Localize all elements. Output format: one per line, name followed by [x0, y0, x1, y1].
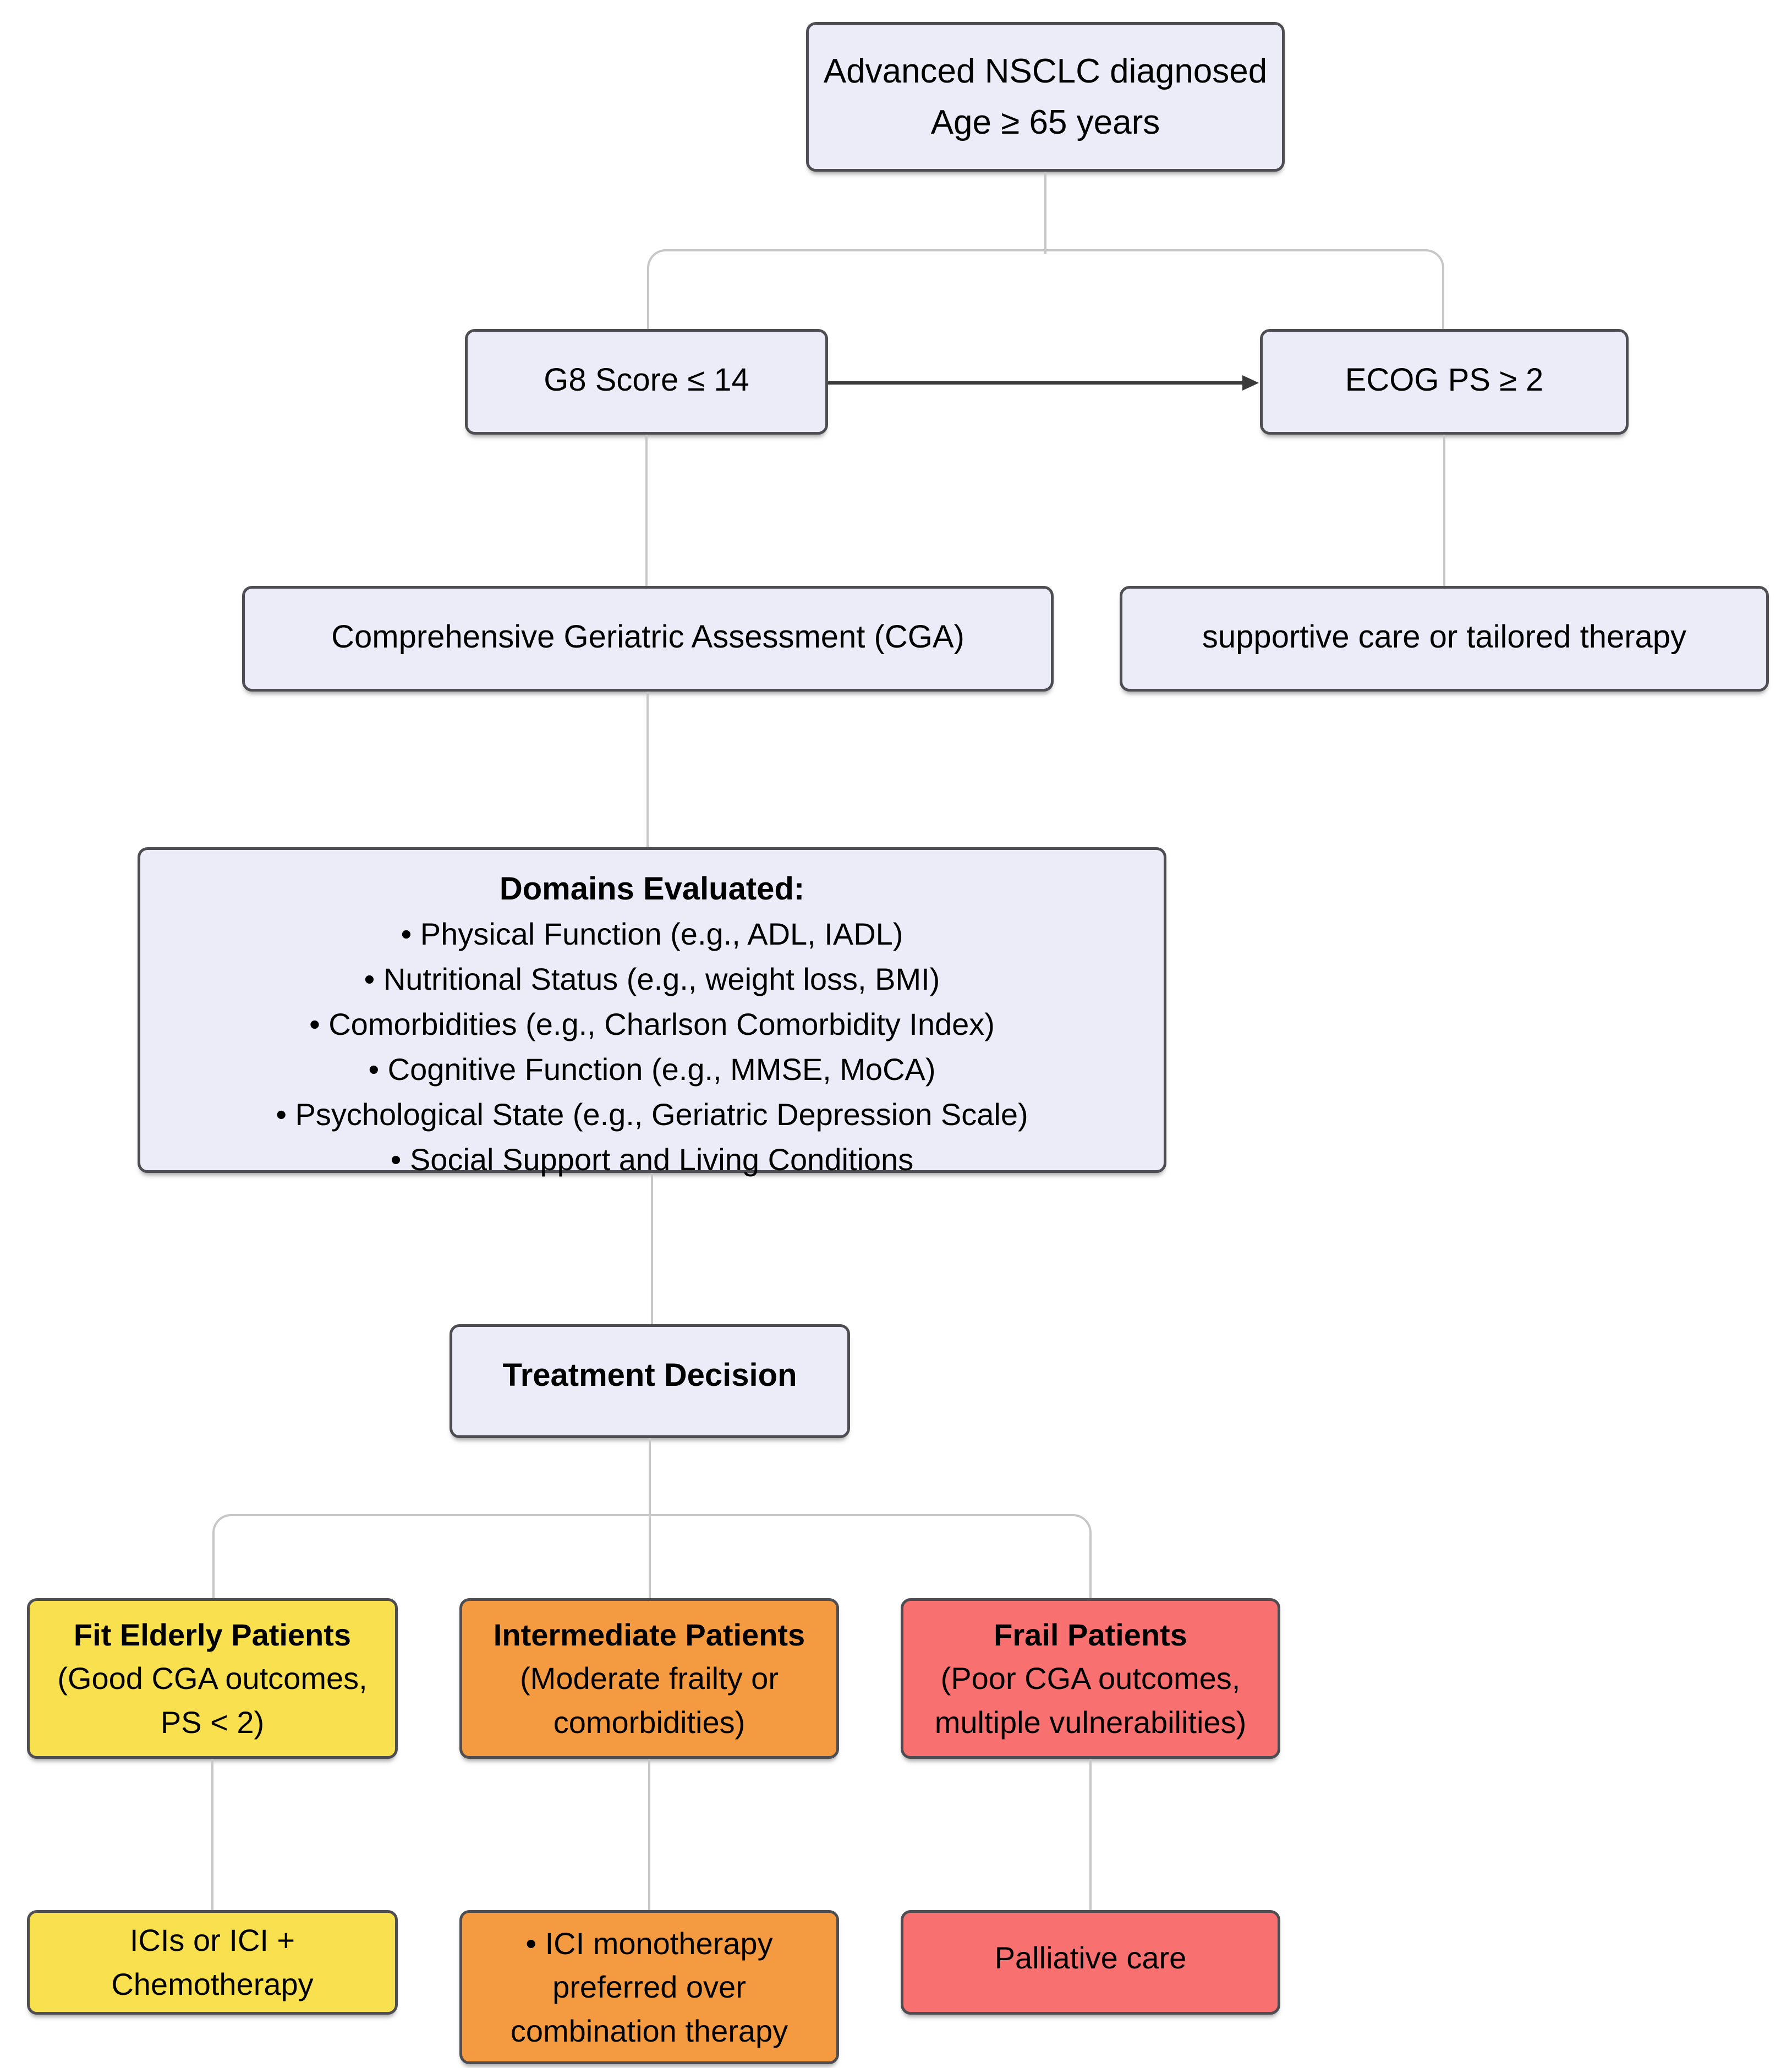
node-text-line: (Moderate frailty or [520, 1661, 779, 1696]
connector-decision-left [212, 1514, 650, 1598]
node-text-line: ICIs or ICI + [129, 1923, 295, 1958]
node-text-line: Palliative care [994, 1940, 1187, 1975]
node-text-line: (Poor CGA outcomes, [940, 1661, 1241, 1696]
node-g8-score: G8 Score ≤ 14 [465, 329, 828, 435]
connector-cga-domains [646, 692, 649, 847]
node-frail-patients: Frail Patients (Poor CGA outcomes, multi… [901, 1598, 1280, 1759]
node-title: Frail Patients [994, 1617, 1187, 1652]
node-text-line: • ICI monotherapy [525, 1926, 773, 1961]
node-text-line: multiple vulnerabilities) [934, 1704, 1247, 1740]
node-text-line: G8 Score ≤ 14 [544, 362, 749, 398]
connector-frail-treatment [1089, 1759, 1092, 1910]
domains-item: • Social Support and Living Conditions [390, 1142, 914, 1177]
node-text-line: ECOG PS ≥ 2 [1345, 362, 1544, 398]
domains-item: • Cognitive Function (e.g., MMSE, MoCA) [368, 1052, 936, 1087]
node-text-line: Advanced NSCLC diagnosed [823, 52, 1268, 90]
node-text-line: comorbidities) [553, 1704, 746, 1740]
node-ici-chemotherapy: ICIs or ICI + Chemotherapy [27, 1910, 398, 2015]
node-treatment-decision: Treatment Decision [450, 1324, 850, 1438]
node-text-line: (Good CGA outcomes, [57, 1661, 368, 1696]
node-supportive-care: supportive care or tailored therapy [1120, 586, 1769, 692]
arrowhead-icon [1242, 375, 1259, 391]
connector-split-right [1044, 249, 1444, 329]
node-palliative-care: Palliative care [901, 1910, 1280, 2015]
domains-item: • Psychological State (e.g., Geriatric D… [276, 1097, 1028, 1132]
connector-split-left [647, 249, 1046, 329]
node-text-line: supportive care or tailored therapy [1202, 619, 1687, 655]
node-text-line: PS < 2) [160, 1704, 265, 1740]
node-text-line: preferred over [552, 1970, 746, 2005]
node-fit-elderly: Fit Elderly Patients (Good CGA outcomes,… [27, 1598, 398, 1759]
node-advanced-nsclc: Advanced NSCLC diagnosed Age ≥ 65 years [806, 22, 1285, 172]
node-text-line: Comprehensive Geriatric Assessment (CGA) [331, 619, 964, 655]
connector-fit-treatment [211, 1759, 213, 1910]
connector-intermediate-treatment [648, 1759, 650, 1910]
node-text-line: Chemotherapy [111, 1967, 314, 2001]
connector-decision-right [649, 1514, 1092, 1598]
domains-item: • Physical Function (e.g., ADL, IADL) [401, 917, 903, 951]
node-text-line: Treatment Decision [502, 1357, 797, 1393]
connector-g8-ecog [828, 381, 1245, 385]
node-text-line: Age ≥ 65 years [930, 103, 1160, 141]
node-cga: Comprehensive Geriatric Assessment (CGA) [242, 586, 1054, 692]
node-title: Fit Elderly Patients [73, 1617, 352, 1652]
connector-g8-cga [645, 435, 648, 586]
domains-title: Domains Evaluated: [499, 871, 805, 907]
connector-start-stem [1044, 172, 1046, 254]
domains-item: • Nutritional Status (e.g., weight loss,… [364, 962, 940, 996]
node-ecog-ps: ECOG PS ≥ 2 [1260, 329, 1629, 435]
node-title: Intermediate Patients [493, 1617, 805, 1652]
connector-domains-decision [651, 1173, 653, 1324]
node-intermediate-patients: Intermediate Patients (Moderate frailty … [459, 1598, 839, 1759]
node-text-line: combination therapy [510, 2013, 788, 2048]
node-ici-monotherapy: • ICI monotherapy preferred over combina… [459, 1910, 839, 2064]
connector-ecog-supportive [1443, 435, 1445, 586]
domains-item: • Comorbidities (e.g., Charlson Comorbid… [309, 1007, 995, 1041]
node-domains-evaluated: Domains Evaluated: • Physical Function (… [138, 847, 1166, 1177]
